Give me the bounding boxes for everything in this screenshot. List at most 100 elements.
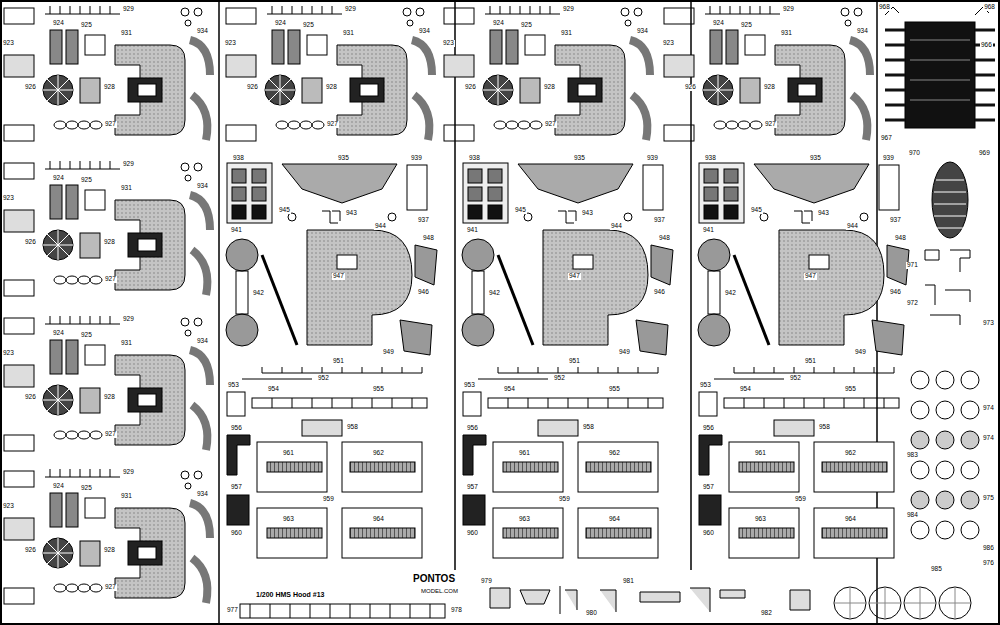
- callout-number: 959: [322, 496, 335, 503]
- callout-number: 926: [24, 239, 37, 246]
- callout-number: 962: [844, 450, 857, 457]
- callout-number: 927: [104, 431, 117, 438]
- callout-number: 927: [104, 276, 117, 283]
- callout-number: 955: [844, 386, 857, 393]
- callout-number: 937: [417, 217, 430, 224]
- callout-number: 963: [754, 516, 767, 523]
- callout-number: 948: [422, 235, 435, 242]
- callout-number: 960: [230, 530, 243, 537]
- callout-number: 946: [653, 289, 666, 296]
- callout-number: 929: [122, 469, 135, 476]
- callout-number: 980: [585, 610, 598, 617]
- callout-number: 924: [52, 330, 65, 337]
- callout-number: 939: [410, 155, 423, 162]
- callout-number: 926: [24, 394, 37, 401]
- callout-number: 926: [24, 547, 37, 554]
- callout-number: 935: [337, 155, 350, 162]
- callout-number: 923: [442, 40, 455, 47]
- callout-number: 929: [122, 161, 135, 168]
- callout-number: 977: [226, 607, 239, 614]
- brand-logo: PONTOS: [412, 574, 456, 584]
- callout-number: 929: [782, 6, 795, 13]
- callout-number: 960: [466, 530, 479, 537]
- callout-number: 928: [103, 547, 116, 554]
- callout-number: 970: [908, 150, 921, 157]
- callout-number: 954: [503, 386, 516, 393]
- callout-number: 967: [880, 135, 893, 142]
- callout-number: 966: [980, 42, 993, 49]
- callout-number: 934: [196, 183, 209, 190]
- callout-number: 947: [332, 273, 345, 280]
- callout-number: 969: [978, 150, 991, 157]
- callout-number: 929: [344, 6, 357, 13]
- callout-number: 928: [103, 84, 116, 91]
- callout-number: 956: [466, 425, 479, 432]
- callout-number: 934: [418, 28, 431, 35]
- callout-number: 935: [809, 155, 822, 162]
- callout-number: 923: [2, 503, 15, 510]
- brand-url: MODEL.COM: [420, 588, 459, 594]
- callout-number: 935: [573, 155, 586, 162]
- callout-number: 947: [568, 273, 581, 280]
- callout-number: 925: [80, 177, 93, 184]
- callout-number: 973: [982, 320, 995, 327]
- callout-number: 934: [636, 28, 649, 35]
- callout-number: 934: [856, 28, 869, 35]
- callout-number: 975: [982, 495, 995, 502]
- callout-number: 928: [325, 84, 338, 91]
- callout-number: 929: [562, 6, 575, 13]
- callout-number: 924: [52, 175, 65, 182]
- callout-number: 929: [122, 6, 135, 13]
- callout-number: 923: [662, 40, 675, 47]
- callout-number: 925: [302, 22, 315, 29]
- callout-number: 926: [464, 84, 477, 91]
- callout-number: 945: [514, 207, 527, 214]
- callout-number: 978: [450, 607, 463, 614]
- callout-number: 953: [463, 382, 476, 389]
- callout-number: 931: [120, 30, 133, 37]
- callout-number: 964: [608, 516, 621, 523]
- callout-number: 953: [227, 382, 240, 389]
- fret-title: 1/200 HMS Hood #13: [255, 591, 325, 598]
- callout-number: 958: [346, 424, 359, 431]
- callout-number: 951: [568, 358, 581, 365]
- callout-number: 927: [104, 121, 117, 128]
- callout-number: 946: [889, 289, 902, 296]
- callout-number: 986: [982, 545, 995, 552]
- callout-number: 954: [739, 386, 752, 393]
- callout-number: 924: [52, 483, 65, 490]
- callout-number: 938: [704, 155, 717, 162]
- callout-number: 961: [518, 450, 531, 457]
- callout-number: 976: [982, 560, 995, 567]
- callout-number: 942: [488, 290, 501, 297]
- callout-number: 974: [982, 435, 995, 442]
- callout-number: 927: [326, 121, 339, 128]
- callout-number: 931: [120, 185, 133, 192]
- callout-number: 931: [780, 30, 793, 37]
- callout-number: 949: [382, 349, 395, 356]
- callout-number: 925: [80, 485, 93, 492]
- callout-number: 926: [684, 84, 697, 91]
- callout-number: 941: [230, 227, 243, 234]
- callout-number: 931: [342, 30, 355, 37]
- callout-number: 928: [763, 84, 776, 91]
- callout-number: 928: [543, 84, 556, 91]
- callout-number: 952: [553, 375, 566, 382]
- callout-number: 956: [702, 425, 715, 432]
- callout-number: 934: [196, 338, 209, 345]
- callout-number: 927: [104, 584, 117, 591]
- callout-number: 982: [760, 610, 773, 617]
- callout-number: 927: [764, 121, 777, 128]
- callout-number: 925: [80, 22, 93, 29]
- callout-number: 927: [544, 121, 557, 128]
- callout-number: 971: [906, 262, 919, 269]
- callout-number: 957: [230, 484, 243, 491]
- callout-number: 962: [608, 450, 621, 457]
- callout-number: 945: [750, 207, 763, 214]
- callout-number: 928: [103, 239, 116, 246]
- callout-number: 948: [894, 235, 907, 242]
- callout-number: 955: [372, 386, 385, 393]
- callout-number: 964: [372, 516, 385, 523]
